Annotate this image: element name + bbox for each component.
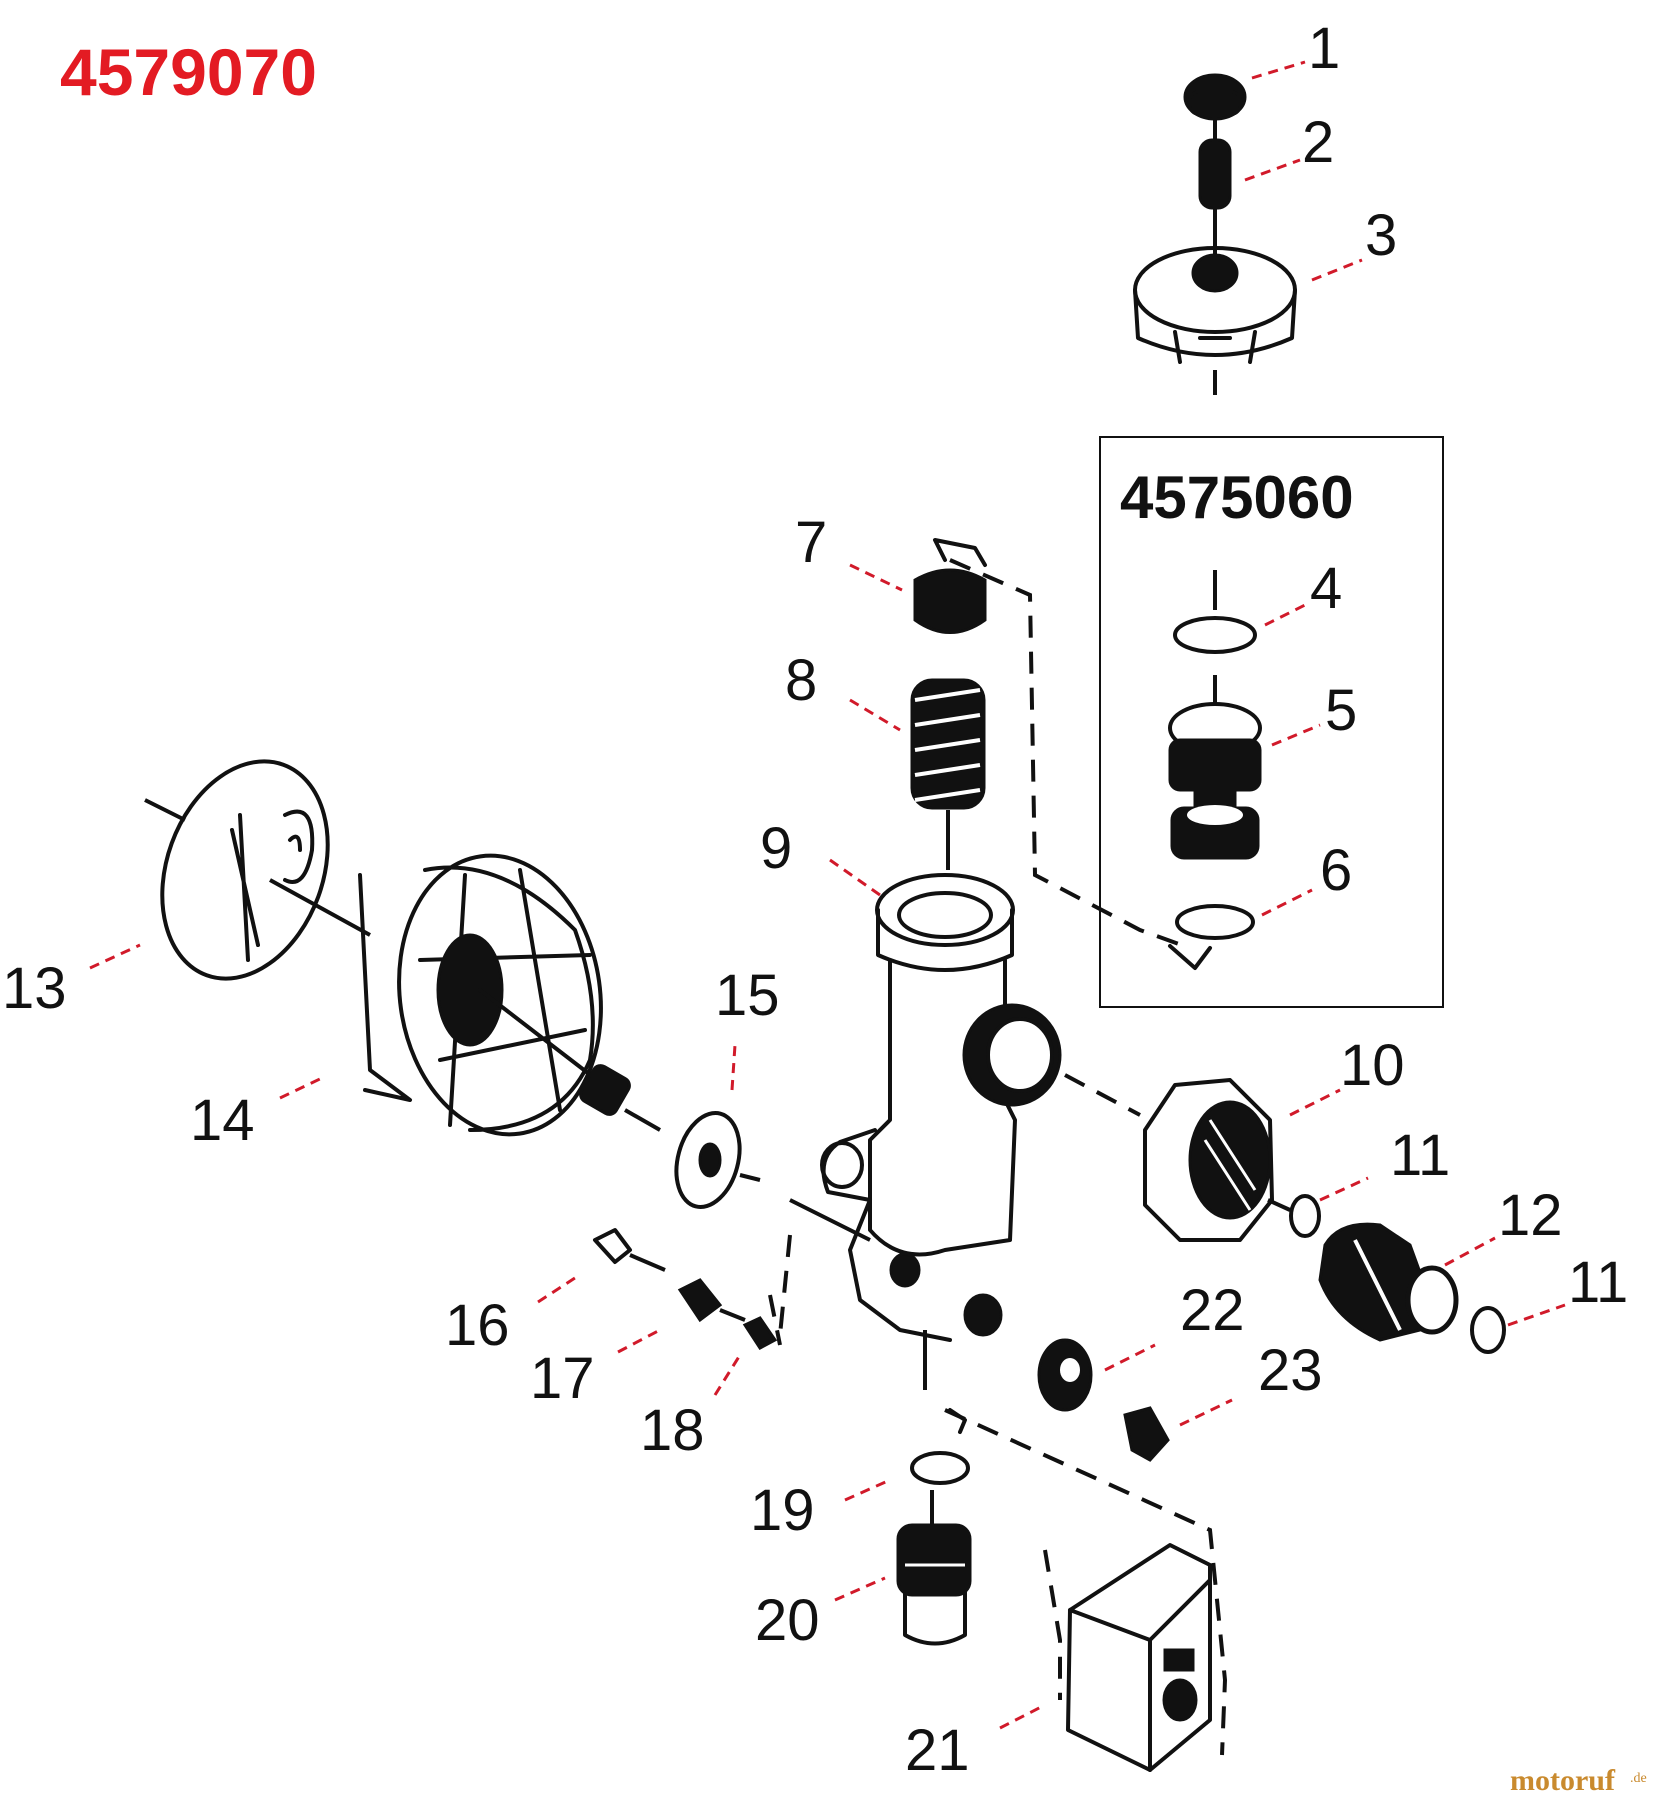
callout-15: 15 <box>715 963 780 1028</box>
part-20-plug <box>896 1490 972 1646</box>
callout-16: 16 <box>445 1293 510 1358</box>
callout-22: 22 <box>1180 1278 1245 1343</box>
kit-box: 4575060 <box>1099 436 1444 1008</box>
part-7-valve-cap <box>913 538 987 634</box>
part-17-seal <box>677 1278 746 1323</box>
watermark: motoruf .de <box>1510 1764 1647 1797</box>
callout-17: 17 <box>530 1346 595 1411</box>
callout-11-b: 11 <box>1568 1250 1628 1315</box>
watermark-tld: .de <box>1630 1771 1647 1786</box>
callout-13: 13 <box>2 956 67 1021</box>
callout-12: 12 <box>1498 1183 1563 1248</box>
callout-19: 19 <box>750 1478 815 1543</box>
assembly-number: 4579070 <box>60 35 317 109</box>
callout-9: 9 <box>760 816 792 881</box>
callout-1: 1 <box>1308 16 1340 81</box>
callout-21: 21 <box>905 1718 970 1783</box>
part-6-washer <box>1168 904 1255 970</box>
part-10-cap-nut <box>1143 1078 1274 1242</box>
part-13-gauge-disc <box>144 759 371 981</box>
part-18-seal <box>742 1316 778 1350</box>
callout-2: 2 <box>1302 110 1334 175</box>
watermark-brand: motoruf <box>1510 1764 1616 1797</box>
callout-7: 7 <box>795 510 827 575</box>
callout-10: 10 <box>1340 1033 1405 1098</box>
part-11-ring-b <box>1470 1306 1506 1354</box>
part-15-disc-washer <box>674 1110 761 1210</box>
part-22-gear-washer <box>1037 1338 1093 1412</box>
part-16-seal <box>593 1228 666 1272</box>
callout-20: 20 <box>755 1588 820 1653</box>
callout-6: 6 <box>1320 838 1352 903</box>
part-4-washer <box>1173 570 1257 654</box>
part-11-ring-a <box>1289 1194 1321 1238</box>
callout-23: 23 <box>1258 1338 1323 1403</box>
part-2-pin <box>1198 115 1232 210</box>
callout-numbers: 1 2 3 4 5 6 7 8 9 10 11 12 11 13 14 15 1… <box>2 16 1628 1783</box>
kit-number: 4575060 <box>1120 464 1354 531</box>
part-12-fitting <box>1318 1222 1459 1342</box>
part-14-gauge-housing <box>358 853 661 1137</box>
part-8-spring <box>910 678 986 870</box>
part-1-cap <box>1183 73 1247 121</box>
callout-14: 14 <box>190 1088 255 1153</box>
leader-lines <box>89 60 1566 1730</box>
part-21-connector-box <box>1066 1543 1212 1772</box>
callout-5: 5 <box>1325 678 1357 743</box>
callout-3: 3 <box>1365 203 1397 268</box>
callout-4: 4 <box>1310 556 1342 621</box>
callout-18: 18 <box>640 1398 705 1463</box>
part-3-union-nut <box>1133 208 1297 395</box>
part-23-clip <box>1123 1406 1170 1462</box>
part-19-washer <box>910 1408 970 1485</box>
callout-8: 8 <box>785 648 817 713</box>
part-9-valve-body <box>789 873 1062 1390</box>
part-5-valve-cartridge <box>1168 675 1262 860</box>
callout-11-a: 11 <box>1390 1123 1450 1188</box>
